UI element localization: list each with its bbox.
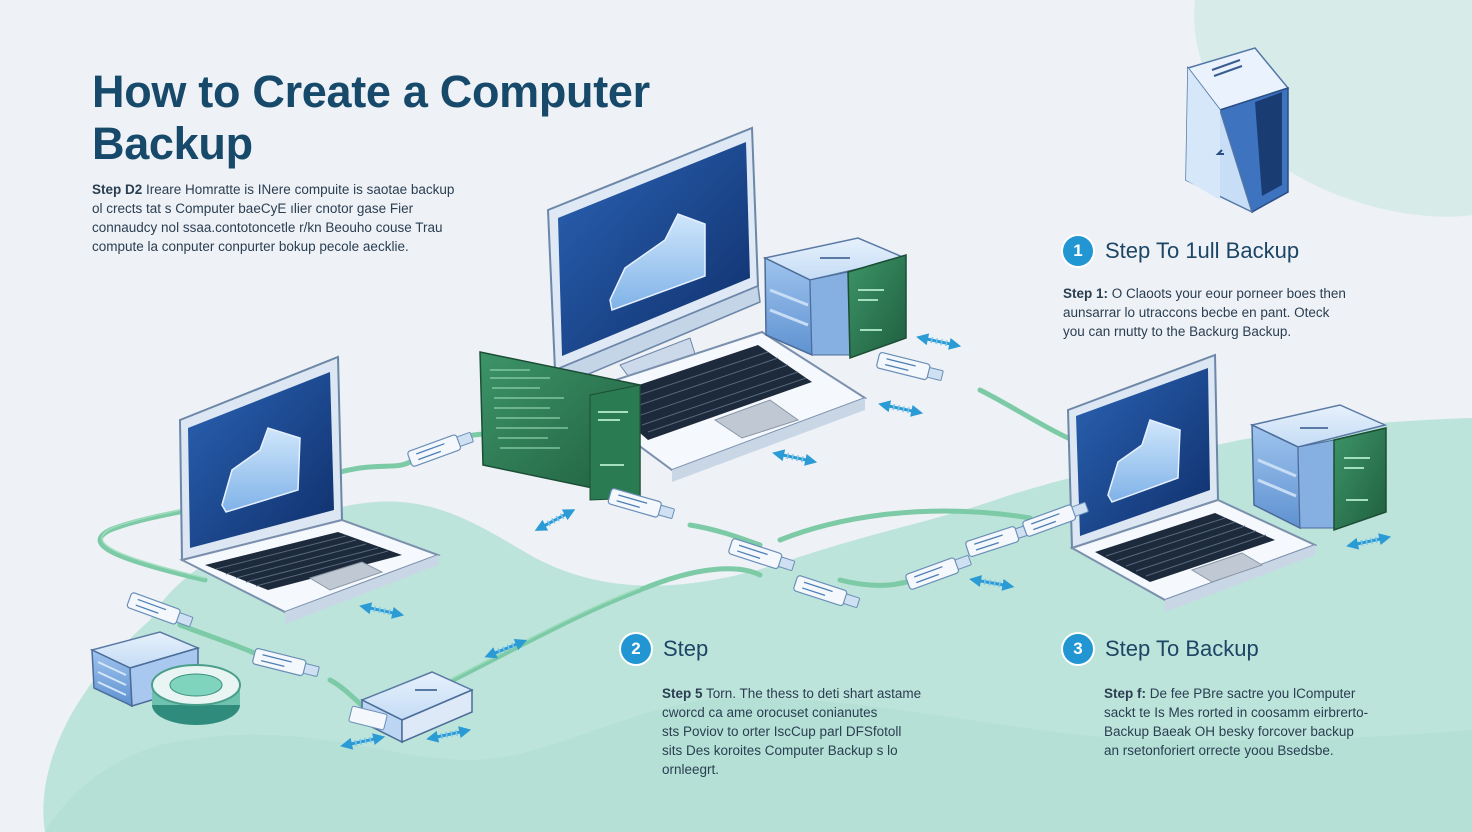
step-2: 2 Step Step 5 Torn. The thess to deti sh…: [621, 634, 951, 779]
step-2-text-1: Torn. The thess to deti shart astame: [702, 686, 922, 701]
storage-drive-icon: [1185, 47, 1290, 214]
intro-text-2: ol crects tat s Computer baeCyE ılier cn…: [92, 201, 414, 216]
server-icon: [762, 237, 908, 360]
intro-text-1: Ireare Homratte is INere compuite is sao…: [142, 182, 455, 197]
step-1-text-3: you can rnutty to the Backurg Backup.: [1063, 324, 1292, 339]
laptop-icon: [1066, 353, 1318, 612]
step-1-text-2: aunsarrar lo utraccons becbe en pant. Ot…: [1063, 305, 1330, 320]
step-2-text-3: sts Poviov to orter IscCup parl DFSfotol…: [662, 724, 902, 739]
step-3: 3 Step To Backup Step f: De fee PBre sac…: [1063, 634, 1403, 760]
step-3-text-1: De fee PBre sactre you lComputer: [1146, 686, 1356, 701]
intro-line: compute la conputer conpurter bokup peco…: [92, 237, 482, 256]
step-2-text-5: ornleegrt.: [662, 762, 720, 777]
step-1-title: Step To 1ull Backup: [1105, 238, 1300, 263]
intro-text-4: compute la conputer conpurter bokup peco…: [92, 239, 409, 254]
step-1: 1 Step To 1ull Backup Step 1: O Claoots …: [1063, 236, 1383, 341]
step-3-text-3: Backup Baeak OH besky forcover backup: [1104, 724, 1354, 739]
step-1-line: Step 1: O Claoots your eour porneer boes…: [1063, 284, 1383, 303]
step-3-title: Step To Backup: [1105, 636, 1259, 661]
step-1-header: 1 Step To 1ull Backup: [1063, 236, 1383, 266]
step-3-text-4: an rsetonforiert orrecte yoou Bsedsbe.: [1104, 743, 1334, 758]
step-2-description: Step 5 Torn. The thess to deti shart ast…: [662, 684, 951, 779]
intro-line: ol crects tat s Computer baeCyE ılier cn…: [92, 199, 482, 218]
step-3-header: 3 Step To Backup: [1063, 634, 1403, 664]
step-2-line: sits Des koroites Computer Backup s lo: [662, 741, 951, 760]
step-2-line: sts Poviov to orter IscCup parl DFSfotol…: [662, 722, 951, 741]
step-1-number-badge: 1: [1063, 236, 1093, 266]
step-2-text-2: cworcd ca ame orocuset conianutes: [662, 705, 878, 720]
step-3-line: an rsetonforiert orrecte yoou Bsedsbe.: [1104, 741, 1403, 760]
background-blob-top-right: [1194, 0, 1472, 217]
intro-text-3: connaudcy nol ssaa.contotoncetle r/kn Be…: [92, 220, 443, 235]
title-line-1: How to Create a Computer: [92, 66, 650, 117]
step-2-line: cworcd ca ame orocuset conianutes: [662, 703, 951, 722]
step-2-header: 2 Step: [621, 634, 951, 664]
step-2-number-badge: 2: [621, 634, 651, 664]
intro-text: Step D2 Ireare Homratte is INere compuit…: [92, 180, 482, 256]
title-line-2: Backup: [92, 118, 253, 169]
monitor-icon: [546, 126, 761, 393]
intro-line: connaudcy nol ssaa.contotoncetle r/kn Be…: [92, 218, 482, 237]
step-3-lead: Step f:: [1104, 686, 1146, 701]
step-1-lead: Step 1:: [1063, 286, 1109, 301]
intro-line: Step D2 Ireare Homratte is INere compuit…: [92, 180, 482, 199]
step-3-line: Backup Baeak OH besky forcover backup: [1104, 722, 1403, 741]
intro-lead: Step D2: [92, 182, 143, 197]
page-title: How to Create a Computer Backup: [92, 66, 712, 170]
server-icon: [479, 351, 641, 501]
step-3-description: Step f: De fee PBre sactre you lComputer…: [1104, 684, 1403, 760]
step-2-text-4: sits Des koroites Computer Backup s lo: [662, 743, 898, 758]
step-3-text-2: sackt te Is Mes rorted in coosamm eirbre…: [1104, 705, 1369, 720]
server-icon: [348, 671, 474, 744]
disk-drive-icon: [151, 664, 241, 725]
laptop-icon: [567, 330, 868, 482]
server-icon: [1249, 404, 1388, 532]
step-1-line: aunsarrar lo utraccons becbe en pant. Ot…: [1063, 303, 1383, 322]
laptop-icon: [178, 355, 441, 624]
step-3-line: sackt te Is Mes rorted in coosamm eirbre…: [1104, 703, 1403, 722]
step-1-line: you can rnutty to the Backurg Backup.: [1063, 322, 1383, 341]
step-2-title: Step: [663, 636, 709, 661]
step-3-line: Step f: De fee PBre sactre you lComputer: [1104, 684, 1403, 703]
step-2-line: ornleegrt.: [662, 760, 951, 779]
step-2-line: Step 5 Torn. The thess to deti shart ast…: [662, 684, 951, 703]
step-2-lead: Step 5: [662, 686, 703, 701]
step-1-description: Step 1: O Claoots your eour porneer boes…: [1063, 284, 1383, 341]
step-1-text-1: O Claoots your eour porneer boes then: [1108, 286, 1346, 301]
step-3-number-badge: 3: [1063, 634, 1093, 664]
